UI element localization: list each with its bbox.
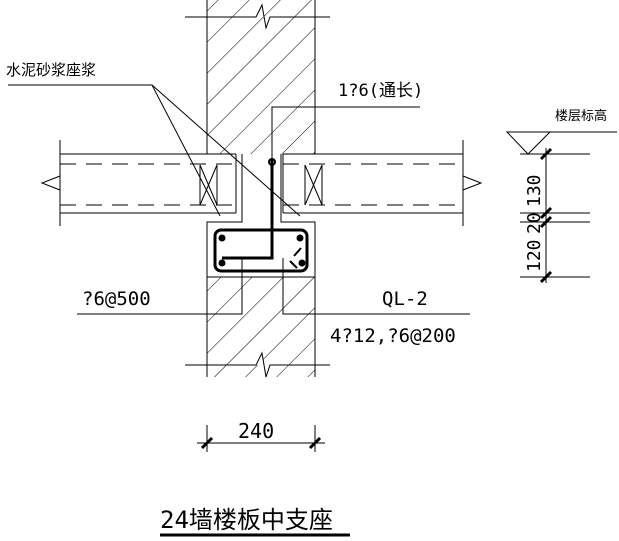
drawing-title: 24墙楼板中支座 [160,506,333,534]
wall-upper [185,0,330,154]
break-symbol-bottom [185,351,330,378]
slab-left [40,140,237,226]
dimension-width [197,425,325,452]
wall-lower [185,277,330,378]
dim-text-240: 240 [238,419,274,443]
leader-lines [8,84,470,315]
dim-text-130: 130 [524,174,545,207]
slab-right [282,140,483,226]
label-stirrup-tie: ?6@500 [82,288,151,310]
label-mortar: 水泥砂浆座浆 [6,61,96,79]
ring-beam-ql2 [206,154,316,278]
break-symbol-top [185,3,330,30]
label-top-bar: 1?6(通长) [338,81,423,101]
label-beam-rebar: 4?12,?6@200 [330,325,456,347]
label-beam-name: QL-2 [382,288,428,310]
dim-text-120: 120 [524,239,545,272]
level-mark-icon [505,131,552,155]
dimension-elevation [505,131,617,284]
dim-text-20: 20 [524,212,545,234]
label-floor-level: 楼层标高 [555,108,607,124]
